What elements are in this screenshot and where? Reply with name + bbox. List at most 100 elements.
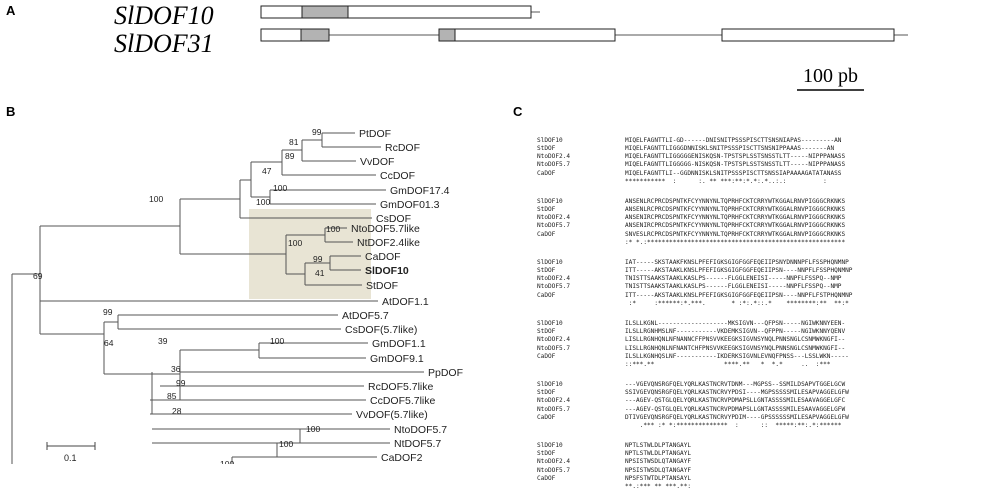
alignment-sequence: ---AGEV-QSTGLQELYQRLKASTNCRVPDMAPSLLGNTA… <box>625 405 846 413</box>
bootstrap-value: 100 <box>273 183 287 193</box>
alignment-row: :* :******:*.***. * :*:.*::.* ********:*… <box>537 300 987 308</box>
dof-domain1-sldof31 <box>300 28 330 42</box>
tree-leaf-label: CsDOF <box>376 213 411 225</box>
bootstrap-value: 100 <box>279 439 293 449</box>
alignment-sequence: ILSLLKGNHQSLNF-----------IKDERKSIGVNLEVN… <box>625 352 849 360</box>
alignment-seq-name: NtoDOF5.7 <box>537 466 571 474</box>
alignment-sequence: MIQELFAGNTTLIGGGDNNISKLSNITPSSSPISCTTSNS… <box>625 145 835 153</box>
scale-bar-b-label: 0.1 <box>64 453 77 463</box>
alignment-seq-name <box>537 422 625 430</box>
alignment-seq-name: SlDOF10 <box>537 320 563 328</box>
alignment-sequence: MIQELFAGNTTLI--GGDNNISKLSNITPSSSPISCTTSN… <box>625 169 842 177</box>
gene-name-sldof10: SlDOF10 <box>114 1 214 30</box>
alignment-seq-name: NtoDOF2.4 <box>537 458 571 466</box>
alignment-seq-name <box>537 239 625 247</box>
alignment-seq-name: SlDOF10 <box>537 259 563 267</box>
dof-domain-sldof10 <box>301 5 349 19</box>
alignment-sequence: SSIVGEVQNSRGFQELYQRLKASTNCRVYPDSI----MGP… <box>625 389 849 397</box>
bootstrap-value: 99 <box>313 254 323 264</box>
alignment-seq-name: CaDOF <box>537 169 556 177</box>
alignment-row: CaDOF NPSFSTWTDLPTANSAYL <box>537 475 987 483</box>
alignment-row: ::***.** ****.** * *.* .. :*** <box>537 361 987 369</box>
alignment-sequence: ANSENLRCPRCDSPNTKFCYYNNYNLTQPRHFCKTCRRYW… <box>625 206 846 214</box>
tree-leaf-label: AtDOF5.7 <box>342 310 389 322</box>
gene-name-sldof31: SlDOF31 <box>114 29 214 58</box>
alignment-seq-name: CaDOF <box>537 413 556 421</box>
alignment-sequence: NPTLSTWLDLPTANGAYL <box>625 442 692 450</box>
alignment-row: NtoDOF2.4---AGEV-QSTGLQELYQRLKASTNCRVPDM… <box>537 397 987 405</box>
bootstrap-value: 89 <box>285 151 295 161</box>
bootstrap-value: 100 <box>256 197 270 207</box>
alignment-sequence: TNISTTSAAKSTAAKLKASLPS------FLGGLENEISI-… <box>625 275 842 283</box>
tree-leaf-label: GmDOF9.1 <box>370 353 424 365</box>
tree-leaf-label: StDOF <box>366 280 398 292</box>
gene-structure-diagram <box>260 5 908 91</box>
tree-leaf-label: GmDOF01.3 <box>380 199 440 211</box>
alignment-seq-name: StDOF <box>537 450 556 458</box>
alignment-row: .*** :* *:************** : :: *****:**:.… <box>537 422 987 430</box>
tree-leaf-label: RcDOF5.7like <box>368 381 434 393</box>
alignment-seq-name: NtoDOF5.7 <box>537 222 571 230</box>
tree-leaf-label: CsDOF(5.7like) <box>345 324 417 336</box>
alignment-block: SlDOF10---VGEVQNSRGFQELYQRLKASTNCRVTDNM-… <box>537 381 987 430</box>
alignment-row: **.:*** ** ***.**: <box>537 483 987 491</box>
panel-b-label: B <box>6 104 16 119</box>
alignment-sequence: MIQELFAGNTTLIGGGGG-NISKQSN-TPSTSPLSSTSNS… <box>625 161 846 169</box>
alignment-sequence: IAT-----SKSTAAKFKNSLPFEFIGKSGIGFGGFEQEII… <box>625 259 849 267</box>
dof-domain2-sldof31 <box>438 28 456 42</box>
tree-leaf-label: NtoDOF5.7 <box>394 424 447 436</box>
exon3-sldof31 <box>721 28 895 42</box>
alignment-sequence: LISLLRGNHQNLNFNANTCHFPNSVVKEEGKSIGVNSYNQ… <box>625 344 846 352</box>
tree-leaf-label: PtDOF <box>359 128 391 140</box>
tree-leaf-label: GmDOF17.4 <box>390 185 450 197</box>
alignment-seq-name: SlDOF10 <box>537 442 563 450</box>
alignment-sequence: NPSISTWSDLQTANGAYF <box>625 466 692 474</box>
tree-leaf-label: CaDOF2 <box>381 452 423 464</box>
alignment-seq-name: NtoDOF2.4 <box>537 214 571 222</box>
tree-leaf-label: VvDOF(5.7like) <box>356 409 428 421</box>
alignment-sequence: ILSLLRGNHMSLNF-----------VKDEMKSIGVN--QF… <box>625 328 846 336</box>
alignment-sequence: ::***.** ****.** * *.* .. :*** <box>625 360 835 368</box>
alignment-seq-name: NtoDOF2.4 <box>537 397 571 405</box>
bootstrap-value: 85 <box>167 391 177 401</box>
alignment-sequence: *********** : :. ** ***:**:*.*:.*..:.: : <box>625 177 827 185</box>
bootstrap-value: 100 <box>288 238 302 248</box>
alignment-row: SlDOF10 IAT-----SKSTAAKFKNSLPFEFIGKSGIGFG… <box>537 259 987 267</box>
alignment-row: NtoDOF5.7 MIQELFAGNTTLIGGGGG-NISKQSN-TPST… <box>537 161 987 169</box>
tree-leaf-label: GmDOF1.1 <box>372 338 426 350</box>
alignment-seq-name: NtoDOF5.7 <box>537 161 571 169</box>
alignment-sequence: ITT-----AKSTAAKLKNSLPFEFIGKSGIGFGGFEQEII… <box>625 291 853 299</box>
alignment-row: CaDOF MIQELFAGNTTLI--GGDNNISKLSNITPSSSPIS… <box>537 170 987 178</box>
bootstrap-value: 100 <box>220 459 234 464</box>
tree-leaf-label: VvDOF <box>360 156 394 168</box>
bootstrap-value: 28 <box>172 406 182 416</box>
alignment-seq-name: NtoDOF5.7 <box>537 405 571 413</box>
alignment-sequence: NPSFSTWTDLPTANSAYL <box>625 474 692 482</box>
alignment-seq-name: CaDOF <box>537 474 556 482</box>
tree-leaf-label: CaDOF <box>365 251 401 263</box>
alignment-seq-name: SlDOF10 <box>537 137 563 144</box>
alignment-seq-name <box>537 483 625 491</box>
alignment-sequence: ANSENLRCPRCDSPNTKFCYYNNYNLTQPRHFCKTCRRYW… <box>625 198 846 206</box>
alignment-seq-name <box>537 300 625 308</box>
alignment-seq-name <box>537 178 625 186</box>
